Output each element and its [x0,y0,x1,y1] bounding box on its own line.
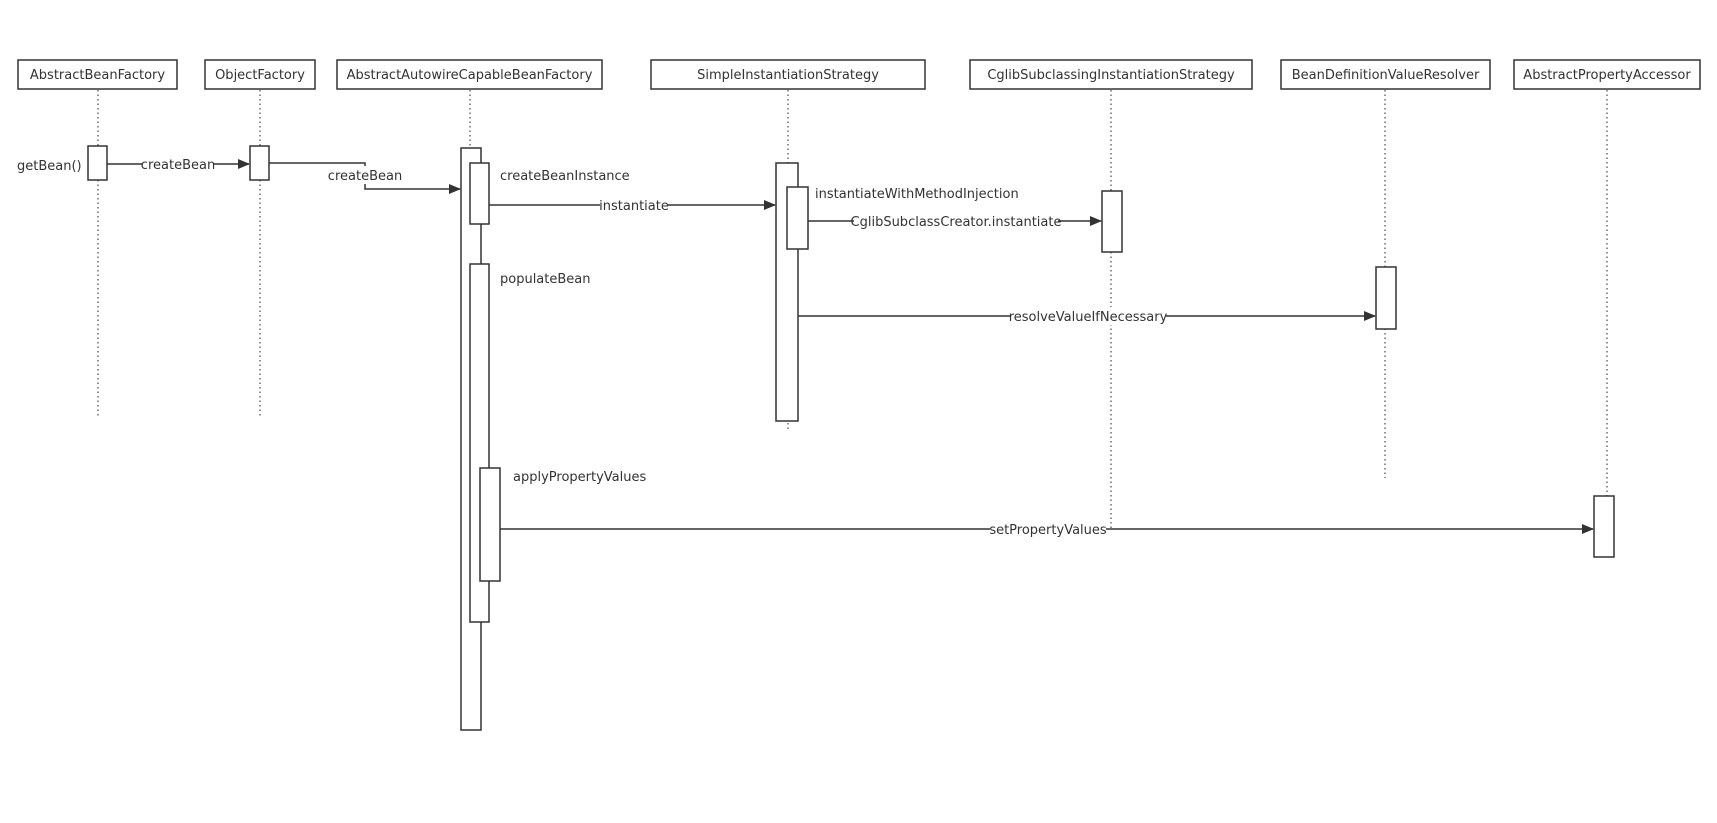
participant-label: ObjectFactory [215,68,305,83]
activation-resolve-value [1375,266,1397,330]
participant-cglib-subclassing-instantiation-strategy: CglibSubclassingInstantiationStrategy [969,59,1253,90]
message-label: resolveValueIfNecessary [1009,310,1168,325]
message-instantiate: instantiate [489,196,776,214]
message-label: setPropertyValues [989,523,1107,538]
message-create-bean-2: createBean [269,162,461,194]
message-resolve-value-if-necessary: resolveValueIfNecessary [798,307,1376,325]
message-cglib-subclass-creator-instantiate: CglibSubclassCreator.instantiate [808,212,1102,230]
message-label: populateBean [500,272,591,287]
activation-set-property-values [1593,495,1615,558]
message-set-property-values: setPropertyValues [500,520,1594,538]
participant-label: BeanDefinitionValueResolver [1292,68,1480,83]
participant-label: AbstractBeanFactory [30,68,165,83]
activation-cglib-subclass-creator [1101,190,1123,253]
message-create-bean-1: createBean [107,155,250,173]
participant-label: SimpleInstantiationStrategy [697,68,879,83]
message-label: createBean [141,158,215,173]
participant-label: AbstractAutowireCapableBeanFactory [347,68,593,83]
activation-object-factory [249,145,270,181]
message-label: createBean [328,169,402,184]
participant-label: CglibSubclassingInstantiationStrategy [987,68,1235,83]
participant-simple-instantiation-strategy: SimpleInstantiationStrategy [650,59,926,90]
message-create-bean-instance: createBeanInstance [500,169,630,184]
message-instantiate-with-method-injection: instantiateWithMethodInjection [815,187,1019,202]
activation-create-bean-instance [469,162,490,225]
activation-instantiate-with-method-injection [786,186,809,250]
message-label: instantiate [599,199,669,214]
message-apply-property-values: applyPropertyValues [513,470,646,485]
message-get-bean: getBean() [17,159,82,174]
message-populate-bean: populateBean [500,272,591,287]
message-label: applyPropertyValues [513,470,646,485]
participant-abstract-autowire-capable-bean-factory: AbstractAutowireCapableBeanFactory [336,59,603,90]
message-label: CglibSubclassCreator.instantiate [851,215,1062,230]
activation-abstract-bean-factory [87,145,108,181]
message-label: getBean() [17,159,82,174]
participant-abstract-property-accessor: AbstractPropertyAccessor [1513,59,1701,90]
participant-bean-definition-value-resolver: BeanDefinitionValueResolver [1280,59,1491,90]
participant-abstract-bean-factory: AbstractBeanFactory [17,59,178,90]
participant-label: AbstractPropertyAccessor [1523,68,1691,83]
activation-apply-property-values [479,467,501,582]
participant-object-factory: ObjectFactory [204,59,316,90]
message-label: instantiateWithMethodInjection [815,187,1019,202]
message-label: createBeanInstance [500,169,630,184]
